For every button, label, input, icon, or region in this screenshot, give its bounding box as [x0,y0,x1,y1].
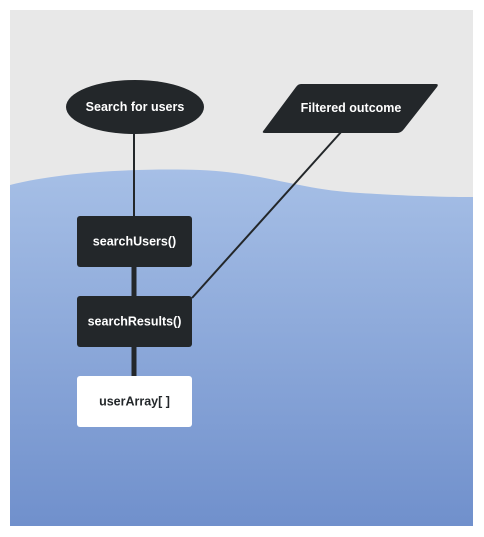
connector-search-results-to-filtered-outcome [191,130,343,299]
node-search-results[interactable]: searchResults() [77,296,192,347]
node-filtered-outcome[interactable]: Filtered outcome [262,84,438,133]
output-parallelogram [262,84,438,133]
search-results-box [77,296,192,347]
search-users-label: searchUsers() [93,235,176,249]
node-search-for-users[interactable]: Search for users [66,80,204,134]
search-users-box [77,216,192,267]
search-results-label: searchResults() [88,315,182,329]
node-user-array[interactable]: userArray[ ] [77,376,192,427]
user-array-label: userArray[ ] [99,395,170,409]
user-array-box [77,376,192,427]
start-label: Search for users [86,100,185,114]
start-ellipse [66,80,204,134]
output-label: Filtered outcome [301,101,402,115]
node-search-users[interactable]: searchUsers() [77,216,192,267]
